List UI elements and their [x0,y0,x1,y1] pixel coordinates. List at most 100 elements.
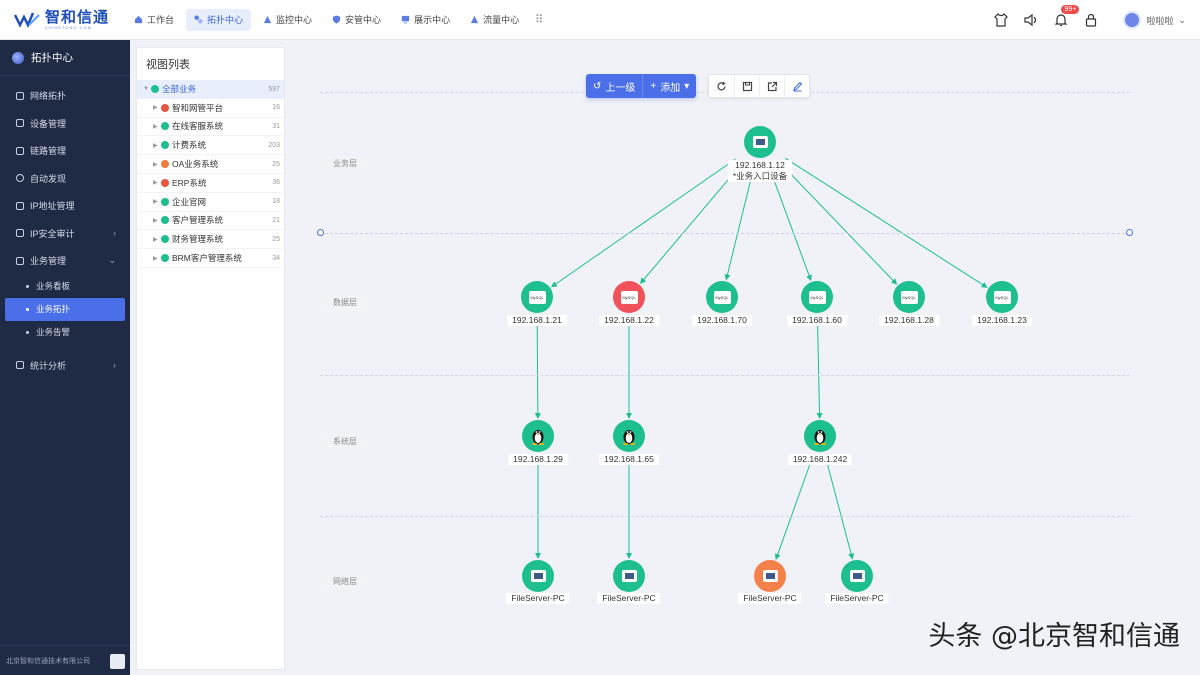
business-icon [161,235,169,244]
user-menu[interactable]: 啦啦啦 ⌄ [1123,11,1186,29]
edit-button[interactable] [784,75,809,97]
node-ip: 192.168.1.12 [735,160,785,170]
node-label: 192.168.1.65 [599,454,659,465]
bell-icon[interactable]: 99+ [1053,5,1080,28]
caret-right-icon: ▶ [153,142,158,149]
tree-item-all-business[interactable]: ▼ 全部业务 597 [137,80,284,99]
layer-label-data: 数据层 [322,295,368,311]
sidebar-item-business-management[interactable]: 业务管理⌄ [0,247,130,275]
sidebar-subitem-business-board[interactable]: 业务看板 [0,275,130,298]
linux-penguin-icon [532,430,544,445]
sidebar-item-ip-management[interactable]: IP地址管理 [0,192,130,220]
bullet-icon [26,330,29,334]
tree-item-label: 客户管理系统 [172,215,224,226]
sidebar-header: 拓扑中心 [0,40,130,76]
tree-item-label: ERP系统 [172,177,207,188]
export-icon [767,81,777,91]
divider-handle-right[interactable] [1126,229,1133,236]
sound-icon[interactable] [1023,12,1039,28]
monitor-icon [762,570,778,582]
topology-canvas[interactable]: 业务层 数据层 系统层 网络层 ↺ 上一级 + 添加 ▾ [290,40,1200,675]
tree-item[interactable]: ▶ 智和网管平台 16 [137,99,284,118]
topology-edge [780,163,898,285]
topology-edges [534,157,988,560]
caret-right-icon: ▶ [153,105,158,112]
sidebar-item-auto-discovery[interactable]: 自动发现 [0,165,130,193]
topology-node[interactable] [744,126,776,158]
topology-edge [550,158,736,288]
nav-traffic-center[interactable]: 流量中心 [462,9,527,31]
sidebar-subitem-label: 业务拓扑 [36,304,71,314]
skin-icon[interactable] [993,12,1009,28]
topology-node[interactable]: MySQL [613,281,645,313]
topology-node[interactable]: MySQL [801,281,833,313]
tree-item-count: 597 [268,85,280,93]
plus-icon: + [650,80,657,92]
sidebar-item-ip-security-audit[interactable]: IP安全审计› [0,220,130,248]
collapse-sidebar-button[interactable] [110,654,125,669]
topology-node[interactable] [522,560,554,592]
sidebar-item-label: 统计分析 [30,360,67,371]
topology-node[interactable]: MySQL [986,281,1018,313]
tree-item-label: BRM客户管理系统 [172,253,242,264]
nav-monitor-center[interactable]: 监控中心 [255,9,320,31]
tree-item-label: 企业官网 [172,196,207,207]
topology-node[interactable]: MySQL [706,281,738,313]
caret-down-icon: ▾ [684,80,690,92]
link-icon [16,146,24,155]
topology-node[interactable] [613,560,645,592]
topology-node[interactable] [804,420,836,452]
logo-icon [14,12,40,28]
sidebar-item-statistics[interactable]: 统计分析› [0,352,130,380]
sidebar-item-network-topology[interactable]: 网络拓扑 [0,82,130,110]
tree-item-count: 16 [272,104,280,112]
tree-item-label: 智和网管平台 [172,102,224,113]
traffic-icon [470,15,479,24]
apps-grid-icon[interactable]: ⠿ [535,14,544,26]
database-icon: MySQL [900,290,918,304]
node-label: 192.168.1.29 [508,454,568,465]
nav-security-center[interactable]: 安管中心 [324,9,389,31]
sidebar-subitem-label: 业务告警 [36,327,71,337]
export-button[interactable] [759,75,784,97]
sidebar-item-link-management[interactable]: 链路管理 [0,137,130,165]
refresh-button[interactable] [709,75,734,97]
topology-node[interactable]: MySQL [893,281,925,313]
lock-icon[interactable] [1083,12,1099,28]
tree-item-count: 25 [272,160,280,168]
back-button[interactable]: ↺ 上一级 [586,74,642,98]
topology-node[interactable] [522,420,554,452]
node-label: FileServer-PC [738,593,802,604]
topology-node[interactable] [841,560,873,592]
topology-node[interactable] [613,420,645,452]
nav-workbench[interactable]: 工作台 [126,9,182,31]
business-icon [161,254,169,263]
node-label: 192.168.1.28 [879,315,939,326]
sidebar-item-device-management[interactable]: 设备管理 [0,110,130,138]
node-label: FileServer-PC [597,593,661,604]
save-button[interactable] [734,75,759,97]
caret-right-icon: ▶ [153,180,158,187]
topology-edge [534,322,541,420]
sidebar-subitem-business-alerts[interactable]: 业务告警 [0,321,130,344]
sidebar-subitem-business-topology[interactable]: 业务拓扑 [5,297,125,321]
logo[interactable]: 智和信通 ZHIHETONG.COM [0,0,120,40]
node-label: 192.168.1.12*业务入口设备 [727,160,793,182]
topology-edge [816,322,823,420]
topology-node[interactable] [754,560,786,592]
nav-display-center[interactable]: 展示中心 [393,9,458,31]
topology-node[interactable]: MySQL [521,281,553,313]
add-button[interactable]: + 添加 ▾ [642,74,696,98]
divider-handle-left[interactable] [317,229,324,236]
business-icon [161,103,169,112]
nav-topology-center[interactable]: 拓扑中心 [186,8,252,31]
sidebar: 拓扑中心 网络拓扑 设备管理 链路管理 自动发现 IP地址管理 IP安全审计› … [0,40,130,675]
